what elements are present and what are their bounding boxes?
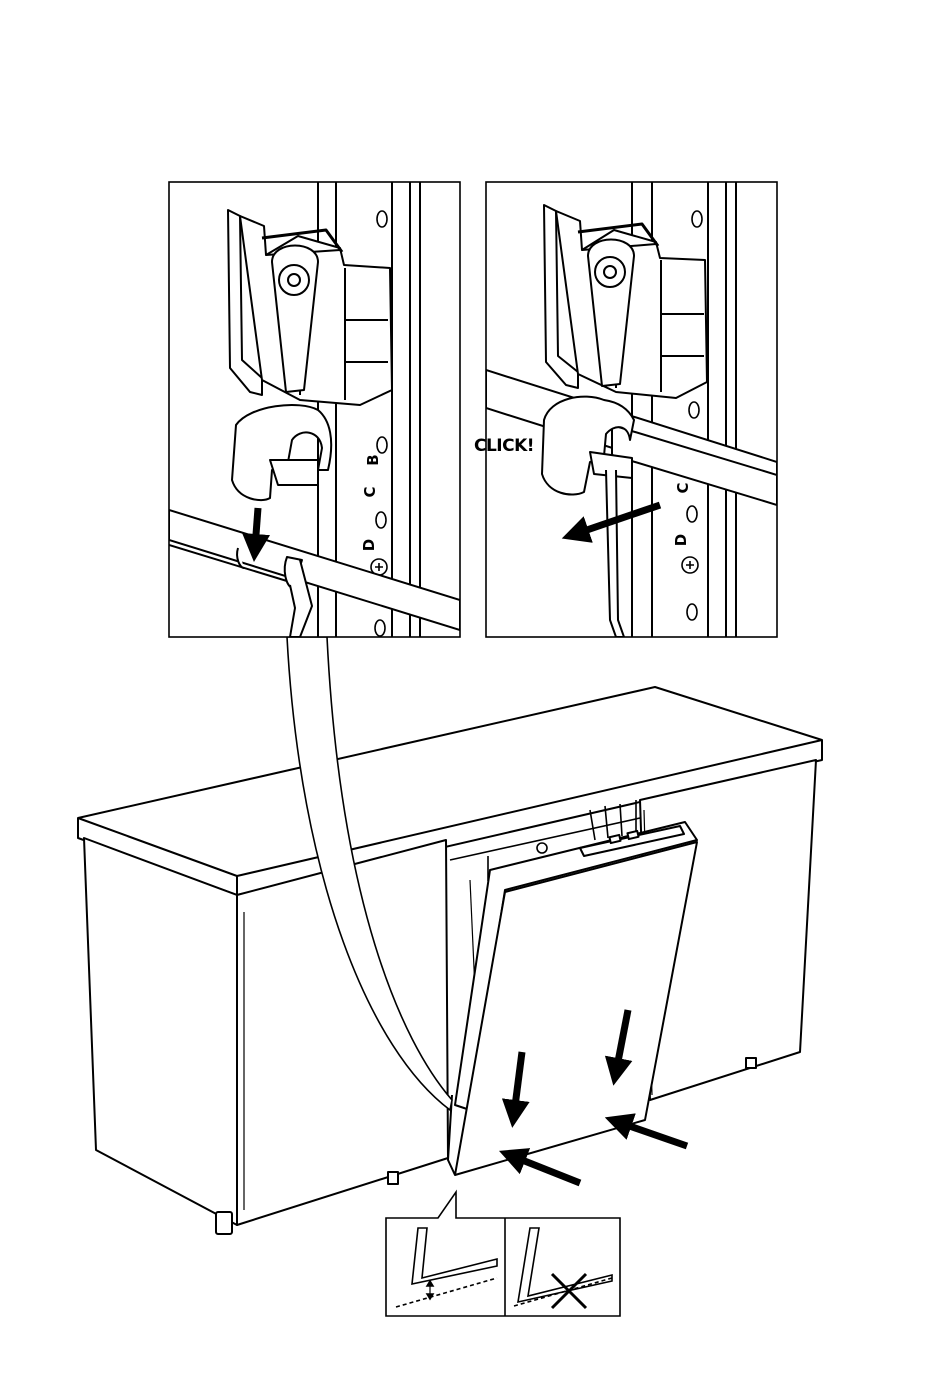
- bottom-detail-callout: [386, 1192, 620, 1316]
- position-letter-d-right: D: [672, 534, 690, 546]
- push-in-arrow-upper: [618, 1122, 687, 1146]
- position-letter-c-right: C: [674, 482, 692, 493]
- push-in-arrow-lower: [512, 1156, 580, 1183]
- dishwasher-door-panel: [448, 822, 697, 1175]
- push-down-arrow-detail: [255, 508, 258, 548]
- position-letter-b: B: [364, 454, 382, 465]
- left-cabinet: [84, 838, 237, 1225]
- click-label: CLICK!: [474, 436, 534, 456]
- position-letter-c: C: [361, 486, 379, 497]
- kitchen-cabinet: [78, 687, 822, 1234]
- position-letter-d: D: [360, 539, 378, 551]
